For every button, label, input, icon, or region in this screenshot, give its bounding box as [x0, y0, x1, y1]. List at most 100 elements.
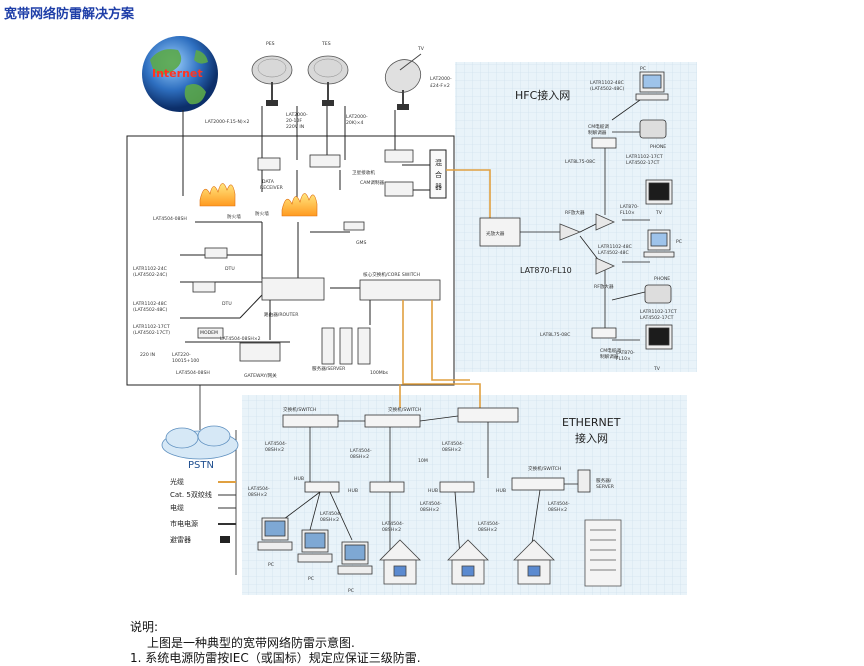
lat-220b-label: LAT220-10015+100: [172, 352, 199, 364]
sat-lat-tv: LAT2000-£24-F×2: [430, 76, 452, 89]
hub-label-1: HUB: [294, 476, 304, 482]
pc-icon-eth-3: [337, 541, 373, 575]
ethernet-title-1: ETHERNET: [562, 416, 621, 429]
gms-label: GMS: [356, 240, 367, 246]
hfc-rf-amp-bot-label: RF放大器: [594, 283, 614, 290]
sat-receiver-box-2: [384, 149, 414, 163]
legend-label-cat5: Cat. 5双绞线: [170, 490, 212, 499]
lat-e4-label: LAT4504-08SH×2: [248, 486, 270, 498]
sat-lat-f: LAT2000-F.15-N)×2: [205, 119, 250, 125]
satellite-dish-pes-icon: [251, 55, 293, 106]
mixer-label-2: 合: [435, 170, 442, 179]
server-box-2: [339, 327, 353, 365]
mixer-box: [429, 149, 447, 199]
satellite-dish-tv-icon: [384, 53, 422, 110]
gms-box: [343, 221, 365, 231]
hfc-wiring: [520, 99, 650, 341]
lat-modem-label: LATR1102-17CT(LAT4502-17CT): [133, 324, 170, 336]
cm-modem-top-box: [591, 137, 617, 149]
ethernet-wiring: [235, 415, 590, 575]
notes-line-1: 上图是一种典型的宽带网络防雷示意图.: [147, 636, 355, 650]
phone-icon-hfc-top: [639, 119, 667, 139]
hub-label-4: HUB: [496, 488, 506, 494]
lat-e7-label: LAT4504-08SH×2: [420, 501, 442, 513]
hfc-region: [455, 62, 697, 372]
notes-heading: 说明:: [130, 620, 159, 634]
hfc-lat-fl-bot-label: LAT870-FL10×: [616, 350, 635, 362]
server-box-3: [357, 327, 371, 365]
hub-box-4: [511, 477, 565, 491]
dtu-box-2: [192, 281, 216, 293]
speed-label: 100Mbs: [370, 370, 389, 376]
hfc-cm-top-label: CM电缆调制解调器: [588, 123, 609, 136]
dtu-label-1: DTU: [225, 266, 235, 272]
hfc-pc-mid-label: PC: [676, 239, 682, 245]
lat-e9-label: LAT4504-08SH×2: [548, 501, 570, 513]
firewall-icon-1: [199, 183, 236, 207]
hub-wiring: [180, 106, 430, 343]
dtu-label-2: DTU: [222, 301, 232, 307]
modem-label: MODEM: [200, 330, 218, 336]
legend-label-fiber: 光缆: [170, 477, 184, 486]
hfc-tv-bot-label: TV: [653, 366, 661, 372]
page-title: 宽带网络防雷解决方案: [4, 7, 135, 22]
pc-icon-eth-2: [297, 529, 333, 563]
hfc-phone-bot-label: PHONE: [654, 276, 670, 282]
hub-frame: [126, 135, 455, 386]
legend: 光缆 Cat. 5双绞线 电缆 市电电源 避雷器: [170, 477, 236, 544]
legend-label-cable: 电缆: [170, 503, 184, 512]
firewall-label-1: 防火墙: [227, 213, 241, 220]
hfc-phone-top-label: PHONE: [650, 144, 666, 150]
cm-modem-bot-box: [591, 327, 617, 339]
lat-gateway2-label: LAT4504-08SH: [176, 370, 210, 376]
notes-line-2: 1. 系统电源防雷按IEC（或国标）规定应保证三级防雷.: [130, 651, 421, 665]
pc-eth-label-3: PC: [348, 588, 354, 594]
sat-receiver-box: [309, 154, 341, 168]
router-box: [261, 277, 325, 301]
tv-icon-hfc-top: [645, 179, 673, 205]
pc-icon-hfc-mid: [643, 229, 675, 258]
hub-label-3: HUB: [428, 488, 438, 494]
hfc-tv-top-label: TV: [655, 210, 663, 216]
dish-pes-label: PES: [266, 41, 275, 47]
gateway-label: GATEWAY/网关: [244, 372, 277, 379]
router-label: 路由器/ROUTER: [264, 311, 299, 318]
lat-e6-label: LAT4504-08SH×2: [382, 521, 404, 533]
cam-modem-box: [384, 181, 414, 197]
switch-label-3: 交换机/SWITCH: [528, 465, 561, 472]
hfc-lat-fl-top-label: LAT870-FL10×: [620, 204, 639, 216]
optical-amp-label: 光放大器: [486, 230, 505, 237]
server-eth-label: 服务器/SERVER: [596, 477, 615, 490]
server-icon-eth: [577, 469, 591, 493]
lat-dtu2-label: LATR1102-48C(LAT4502-48C): [133, 301, 167, 313]
lat-e5-label: LAT4504-08SH×2: [320, 511, 342, 523]
eth-speed-label: 10M: [418, 458, 428, 464]
lat-220-label: 220 IN: [140, 352, 155, 358]
dish-tes-label: TES: [321, 41, 331, 47]
hfc-lat-rf-top-label: LAT8L75-08C: [565, 159, 595, 165]
switch-box-2: [364, 414, 421, 428]
server-box-1: [321, 327, 335, 365]
hfc-title: HFC接入网: [515, 89, 570, 102]
legend-label-arrester: 避雷器: [170, 535, 191, 544]
pc-eth-label-1: PC: [268, 562, 274, 568]
switch-label-1: 交换机/SWITCH: [283, 406, 316, 413]
modem-box: [197, 327, 224, 339]
fiber-lines: [399, 169, 491, 408]
internet-globe-icon: [142, 36, 218, 112]
mixer-label-3: 器: [435, 183, 442, 191]
firewall-label-2: 防火墙: [255, 210, 269, 217]
hfc-lat-top-label: LATR1102-48C(LAT4502-48C): [590, 80, 624, 92]
server-label: 服务器/SERVER: [312, 365, 346, 372]
sat-receiver-label: 卫星接收机: [352, 169, 375, 176]
dish-tv-label: TV: [417, 46, 425, 52]
lat-e1-label: LAT4504-08SH×2: [265, 441, 287, 453]
hub-box-1: [304, 481, 340, 493]
building-icon: [584, 519, 622, 587]
hfc-lat-rf-bot-label: LAT8L75-08C: [540, 332, 570, 338]
lat-firewall-label: LAT4504-08SH: [153, 216, 187, 222]
